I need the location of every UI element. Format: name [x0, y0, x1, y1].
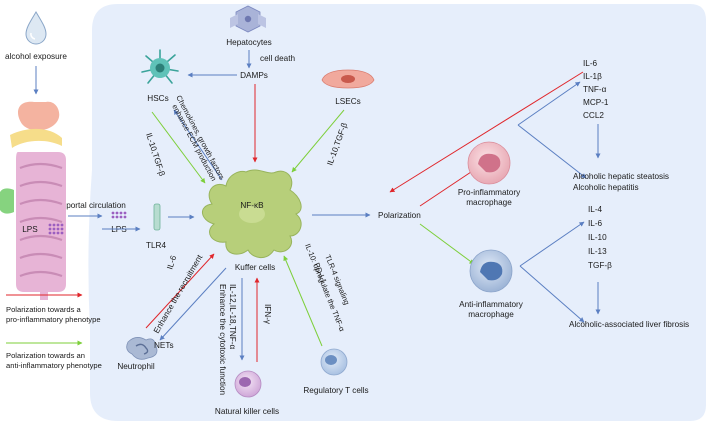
anti-cytokine-item: TGF-β: [588, 261, 612, 270]
arrow-cytokines-to-polarization: [389, 71, 584, 193]
nk-label: Natural killer cells: [215, 407, 279, 416]
nk-enhance-label: Enhance the cytotoxic function: [218, 284, 227, 396]
arrow-polarization-to-pro: [419, 169, 475, 207]
pro-cytokine-item: TNF-α: [583, 85, 607, 94]
nfkb-label: NF-κB: [240, 201, 264, 210]
arrow-lsecs-to-kupffer: [291, 109, 345, 173]
treg-cell-icon: [320, 348, 348, 376]
arrow-anti-to-fibrosis: [519, 265, 585, 323]
alcohol-drop-icon: [25, 11, 47, 45]
arrow-polarization-to-anti: [419, 223, 475, 265]
legend-green-line1: Polarization towards an: [6, 351, 85, 360]
pro-cytokine-item: IL-1β: [583, 72, 602, 81]
ifn-label: IFN-γ: [263, 304, 272, 325]
neutrophil-label: Neutrophil: [117, 362, 155, 371]
anti-cytokine-list: IL-4 IL-6 IL-10 IL-13 TGF-β: [588, 205, 612, 270]
arrow-kupffer-to-hscs: [173, 109, 223, 181]
nk-cytokines-label: IL-12,IL-18,TNF-α: [228, 284, 237, 350]
kupffer-cell-icon: [202, 169, 302, 258]
arrow-pro-to-steatosis: [517, 124, 587, 179]
tlr4-label: TLR4: [146, 241, 166, 250]
alcohol-exposure-label: alcohol exposure: [5, 52, 67, 61]
pro-cytokine-item: CCL2: [583, 111, 604, 120]
hepatocytes-icon: [230, 5, 266, 33]
legend-red-line1: Polarization towards a: [6, 305, 81, 314]
arrow-kupffer-to-neutrophil: [159, 267, 227, 341]
nets-il6-label: IL-6: [165, 254, 178, 271]
nk-cell-icon: [234, 370, 262, 398]
pro-macrophage-label2: macrophage: [466, 198, 512, 207]
portal-circulation-label: portal circulation: [66, 201, 126, 210]
neutrophil-icon: [126, 337, 158, 360]
arrow-neutrophil-to-kupffer: [145, 253, 215, 329]
lsecs-label: LSECs: [335, 97, 360, 106]
pro-cytokine-item: MCP-1: [583, 98, 609, 107]
anti-macrophage-label1: Anti-inflammatory: [459, 300, 524, 309]
steatosis-label: Alcoholic hepatic steatosis: [573, 172, 669, 181]
hepatitis-label: Alcoholic hepatitis: [573, 183, 639, 192]
anti-cytokine-item: IL-10: [588, 233, 607, 242]
cell-death-label: cell death: [260, 54, 295, 63]
lsecs-icon: [321, 69, 375, 89]
anti-macrophage-label2: macrophage: [468, 310, 514, 319]
pro-inflammatory-macrophage-icon: [467, 141, 511, 185]
arrow-hscs-to-kupffer: [151, 111, 206, 184]
anti-cytokine-item: IL-4: [588, 205, 603, 214]
damps-label: DAMPs: [240, 71, 268, 80]
fibrosis-label: Alcoholic-associated liver fibrosis: [569, 320, 689, 329]
anti-cytokine-item: IL-13: [588, 247, 607, 256]
tlr4-receptor-icon: [153, 203, 161, 231]
treg-label: Regulatory T cells: [303, 386, 368, 395]
hscs-icon: [141, 49, 179, 84]
anti-cytokine-item: IL-6: [588, 219, 603, 228]
arrow-anti-to-cytokines: [519, 221, 585, 267]
liver-panel: [88, 4, 706, 421]
lps-gut-label: LPS: [22, 225, 38, 234]
lps-dots-gut: [48, 223, 64, 235]
arrow-treg-to-kupffer: [283, 255, 323, 347]
polarization-label: Polarization: [378, 211, 421, 220]
legend-red-line2: pro-inflammatory phenotype: [6, 315, 101, 324]
pro-cytokine-list: IL-6 IL-1β TNF-α MCP-1 CCL2: [583, 59, 609, 120]
kuffer-cells-label: Kuffer cells: [235, 263, 275, 272]
legend-green-line2: anti-inflammatory phenotype: [6, 361, 102, 370]
nets-label: NETs: [154, 341, 174, 350]
pro-macrophage-label1: Pro-inflammatory: [458, 188, 521, 197]
hepatocytes-label: Hepatocytes: [226, 38, 272, 47]
hscs-label: HSCs: [147, 94, 168, 103]
lps-dots: [111, 211, 127, 219]
gut-icon: [0, 101, 66, 300]
pro-cytokine-item: IL-6: [583, 59, 598, 68]
anti-inflammatory-macrophage-icon: [469, 249, 513, 293]
arrow-pro-to-cytokines: [517, 81, 581, 126]
